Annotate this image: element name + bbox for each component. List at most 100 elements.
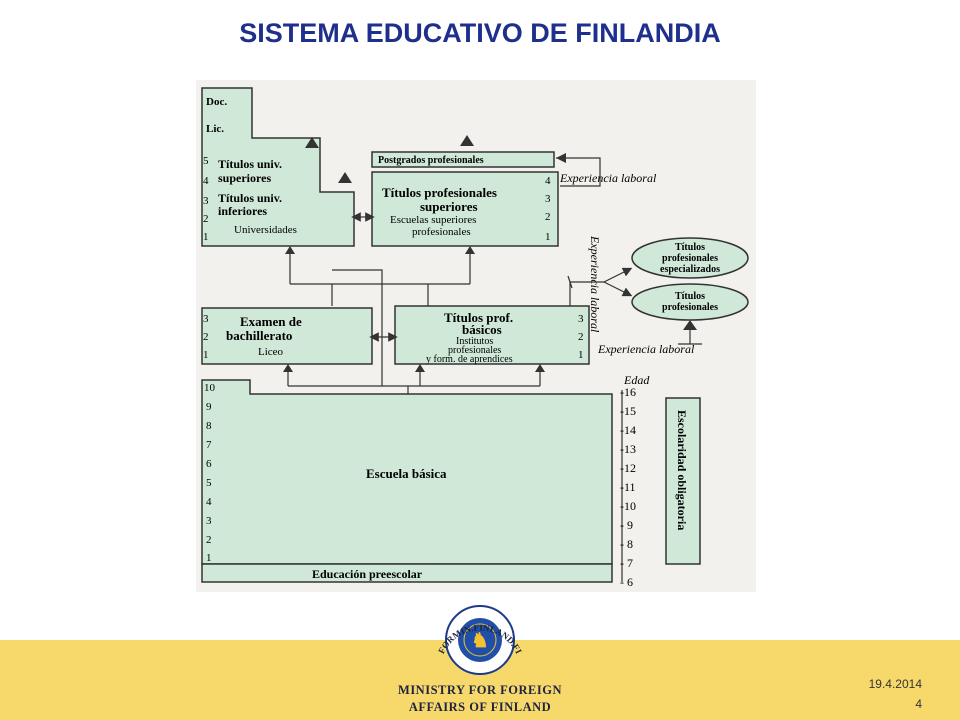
polytech-sub-1: Escuelas superiores: [390, 214, 476, 226]
age-tick: - 6: [620, 575, 633, 589]
age-tick: -11: [620, 480, 636, 494]
univ-name: Universidades: [234, 224, 297, 236]
basic-year: 10: [204, 382, 216, 394]
age-tick: -10: [620, 499, 636, 513]
ministry-line-1: MINISTRY FOR FOREIGN: [398, 683, 562, 697]
ministry-line-2: AFFAIRS OF FINLAND: [408, 700, 552, 714]
basic-name: Escuela básica: [366, 466, 447, 481]
ministry-logo: ♞ FORMIN.FINLAND.FI: [436, 605, 524, 675]
polytech-year: 2: [545, 211, 551, 223]
basic-year: 6: [206, 458, 212, 470]
age-ticks: -16 -15 -14 -13 -12 -11 -10 - 9 - 8 - 7 …: [620, 385, 636, 589]
basic-year: 9: [206, 401, 212, 413]
up-arrow: [535, 364, 545, 372]
experience-bottom: Experiencia laboral: [597, 342, 695, 356]
slide-date: 19.4.2014: [868, 677, 922, 691]
experience-vertical: Experiencia laboral: [588, 235, 602, 333]
bracket-tick: [567, 275, 573, 289]
basic-year: 2: [206, 534, 212, 546]
up-arrow: [283, 364, 293, 372]
polytech-year: 1: [545, 231, 551, 243]
bach-title-1: Examen de: [240, 314, 302, 329]
postgrad-box: [371, 151, 555, 168]
age-tick: -14: [620, 423, 636, 437]
univ-year: 5: [203, 155, 209, 167]
age-tick: -15: [620, 404, 636, 418]
arrow-prof: [603, 281, 633, 297]
connector: [289, 252, 471, 306]
special-titles-oval: [631, 237, 749, 279]
special-2: profesionales: [662, 253, 718, 264]
lic-label: Lic.: [206, 123, 224, 135]
basic-year: 3: [206, 515, 212, 527]
experience-top: Experiencia laboral: [559, 171, 657, 185]
bach-name: Liceo: [258, 346, 284, 358]
up-arrow: [465, 246, 475, 254]
age-label: Edad: [623, 373, 650, 387]
left-arrow: [556, 153, 566, 163]
bachillerato-box: [201, 307, 373, 365]
up-triangle: [460, 135, 474, 146]
voc-year: 3: [578, 313, 584, 325]
age-tick: - 8: [620, 537, 633, 551]
age-tick: - 9: [620, 518, 633, 532]
voc-sub-1: Institutos: [456, 336, 493, 347]
bach-year: 2: [203, 331, 209, 343]
univ-inf-2: inferiores: [218, 204, 267, 218]
polytech-box: [371, 171, 559, 247]
bach-title-2: bachillerato: [226, 328, 292, 343]
voc-year: 1: [578, 349, 584, 361]
experience-bracket: [556, 157, 601, 187]
prof-2: profesionales: [662, 302, 718, 313]
univ-year: 3: [203, 195, 209, 207]
basic-year: 4: [206, 496, 212, 508]
polytech-year: 4: [545, 175, 551, 187]
preschool-box: [201, 563, 613, 583]
arrow-special: [603, 267, 633, 283]
special-3: especializados: [660, 264, 720, 275]
univ-sup-1: Títulos univ.: [218, 157, 282, 171]
university-box: [201, 87, 355, 247]
basic-years: 10 9 8 7 6 5 4 3 2 1: [204, 382, 216, 564]
preschool-label: Educación preescolar: [312, 567, 423, 581]
up-arrow: [415, 364, 425, 372]
polytech-year: 3: [545, 193, 551, 205]
up-triangle: [338, 172, 352, 183]
univ-sup-2: superiores: [218, 171, 271, 185]
postgrad-label: Postgrados profesionales: [378, 155, 484, 166]
slide-number: 4: [915, 697, 922, 711]
voc-title-2: básicos: [462, 322, 502, 337]
voc-title-1: Títulos prof.: [444, 310, 513, 325]
polytech-title-2: superiores: [420, 199, 478, 214]
up-triangle: [305, 137, 319, 148]
svg-text:♞: ♞: [471, 630, 489, 652]
basic-year: 7: [206, 439, 212, 451]
compulsory-box: [665, 397, 701, 565]
compulsory-label: Escolaridad obligatoria: [675, 410, 689, 530]
connector: [287, 269, 541, 394]
univ-inf-1: Títulos univ.: [218, 191, 282, 205]
bach-year: 3: [203, 313, 209, 325]
voc-year: 2: [578, 331, 584, 343]
polytech-title-1: Títulos profesionales: [382, 185, 497, 200]
univ-year: 2: [203, 213, 209, 225]
univ-year: 1: [203, 231, 209, 243]
polytech-sub-2: profesionales: [412, 226, 471, 238]
ministry-name: MINISTRY FOR FOREIGN AFFAIRS OF FINLAND: [380, 682, 580, 716]
basic-year: 5: [206, 477, 212, 489]
basic-year: 8: [206, 420, 212, 432]
univ-year: 4: [203, 175, 209, 187]
vocational-box: [394, 305, 590, 365]
age-tick: -12: [620, 461, 636, 475]
basic-year: 1: [206, 552, 212, 564]
age-tick: -13: [620, 442, 636, 456]
special-1: Títulos: [675, 242, 705, 253]
age-tick: - 7: [620, 556, 633, 570]
doc-label: Doc.: [206, 96, 227, 108]
voc-sub-2: profesionales: [448, 345, 501, 356]
education-diagram: Doc. Lic. Títulos univ. superiores Títul…: [196, 80, 756, 592]
prof-1: Títulos: [675, 291, 705, 302]
bach-year: 1: [203, 349, 209, 361]
voc-sub-3: y form. de aprendices: [426, 354, 513, 365]
up-triangle: [683, 320, 697, 330]
